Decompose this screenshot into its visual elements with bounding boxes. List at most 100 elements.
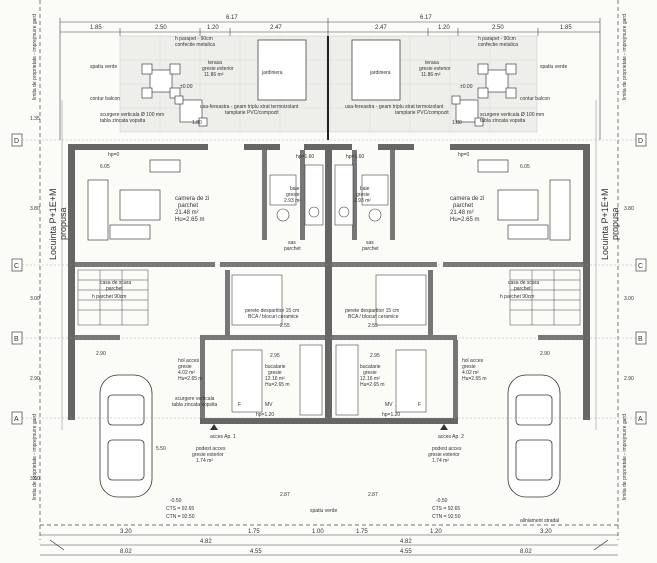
access-markers: [210, 424, 448, 430]
bucatarie-left-title: bucatarie: [265, 364, 286, 370]
baie-right-title: baie: [360, 186, 370, 192]
cts-left-1: -0.50: [170, 498, 182, 504]
terasa-right-title: terasa: [425, 60, 439, 66]
dim-top-3: 1.20: [207, 25, 219, 31]
dim-top-total-right: 6.17: [420, 15, 432, 21]
dim-2-95-right: 2.95: [370, 353, 380, 359]
hp-label-2: hp=1.60: [346, 154, 364, 160]
dim-top-7: 2.50: [492, 25, 504, 31]
scurgere-small-2: tabla zincata vopsita: [172, 402, 218, 408]
axis-c-right: C: [638, 263, 643, 270]
hp-label-1: hp=1.60: [296, 154, 314, 160]
vdim-3: 3.00: [30, 296, 40, 302]
usa-left-1: usa-fereastra - geam triplu strat termoi…: [200, 104, 299, 110]
baie-left-area: 2.93 m²: [284, 198, 301, 204]
camera-right-finish: parchet: [453, 203, 473, 209]
usa-right-2: tamplarie PVC/compozit: [395, 110, 449, 116]
jardiniera-right: jardiniera: [369, 70, 391, 76]
axis-b-right: B: [638, 336, 643, 343]
camera-left-title: camera de zi: [175, 196, 209, 202]
interior-walls: [75, 150, 583, 420]
dim-bottom3-1: 8.02: [120, 549, 132, 555]
contur-left: contur balcon: [90, 96, 120, 102]
living-furniture-right: [477, 159, 571, 241]
bottom-dimension-chain: [40, 534, 618, 556]
cts-right-1: -0.50: [436, 498, 448, 504]
limita-right-bottom: limita de proprietate - imprejmuire gard: [622, 414, 628, 500]
dim-top-1: 1.85: [90, 25, 102, 31]
dim-bottom-1: 3.20: [120, 529, 132, 535]
axis-c-left: C: [14, 263, 19, 270]
dim-1-80-left: 1.80: [192, 120, 202, 126]
cts-right-3: CTN = 92.50: [432, 514, 461, 520]
perete-right-1: perete despartitor 15 cm: [345, 308, 399, 314]
perete-left-1: perete despartitor 15 cm: [245, 308, 299, 314]
limita-right-top: limita de proprietate - imprejmuire gard: [622, 14, 628, 100]
baie-right-finish: gresie: [356, 192, 370, 198]
dim-2-87-left: 2.87: [280, 492, 290, 498]
parapet-right: h parapet - 90cm: [478, 36, 516, 42]
dim-bottom3-4: 8.02: [520, 549, 532, 555]
vdim-8: 2.90: [624, 376, 634, 382]
hp-label-5: hp=1.20: [256, 412, 274, 418]
dim-top-total-left: 6.17: [226, 15, 238, 21]
bottom-walls: [200, 418, 458, 424]
camera-left-finish: parchet: [178, 203, 198, 209]
terasa-right-area: 11.86 m²: [421, 72, 441, 78]
scurgere-small-1: scurgere verticala: [175, 396, 215, 402]
camera-left-area: 21.48 m²: [175, 210, 199, 216]
terasa-left-finish: gresie exterior: [202, 66, 234, 72]
bucatarie-left-area: 12.16 m²: [265, 376, 285, 382]
mv-left: MV: [265, 402, 273, 408]
hol-left-title: hol acces: [178, 358, 200, 364]
sas-left-title: sas: [288, 240, 296, 246]
casa-left-title: casa de scara: [100, 280, 131, 286]
hall-closets: [231, 274, 427, 326]
kitchen-counters: [231, 344, 427, 416]
parapet-left: h parapet - 90cm: [175, 36, 213, 42]
level-00-a: ±0.00: [180, 84, 193, 90]
podest-left-2: gresie exterior: [192, 452, 224, 458]
dim-2-95-left: 2.95: [270, 353, 280, 359]
scurgere-right-2: tabla zincata vopsita: [480, 118, 526, 124]
aliniament-label: aliniament stradal: [520, 518, 559, 524]
car-right: [507, 374, 561, 498]
limita-left-bottom: limita de proprietate - imprejmuire gard: [32, 414, 38, 500]
axis-markers: [11, 133, 647, 425]
dim-6-05-right: 6.05: [520, 164, 530, 170]
locuinta-left-title: Locuinta P+1E+M: [48, 188, 58, 260]
exterior-walls: [68, 144, 590, 424]
mv-right: MV: [385, 402, 393, 408]
dim-2-87-right: 2.87: [368, 492, 378, 498]
axis-d-left: D: [14, 138, 19, 145]
dim-top-8: 1.85: [560, 25, 572, 31]
corner-arrows: [49, 539, 609, 551]
baie-right-area: 2.93 m²: [354, 198, 371, 204]
dim-bottom3-2: 4.55: [250, 549, 262, 555]
stairs-left: [77, 269, 149, 326]
podest-right-3: 1.74 m²: [432, 458, 449, 464]
limita-left-top: limita de proprietate - imprejmuire gard: [32, 14, 38, 100]
camera-right-height: Hu=2.65 m: [450, 217, 480, 223]
dim-bottom-5: 1.20: [430, 529, 442, 535]
dim-top-2: 2.50: [155, 25, 167, 31]
bucatarie-right-title: bucatarie: [360, 364, 381, 370]
vdim-9: 5.50: [156, 446, 166, 452]
dim-bottom2-2: 4.82: [400, 539, 412, 545]
dim-2-55-left: 2.55: [280, 323, 290, 329]
dim-top-6: 1.20: [438, 25, 450, 31]
vdim-4: 2.90: [30, 376, 40, 382]
hol-right-title: hol acces: [462, 358, 484, 364]
vdim-2: 3.80: [30, 206, 40, 212]
terasa-left-title: terasa: [208, 60, 222, 66]
scurgere-right-1: scurgere verticala Ø 100 mm: [480, 112, 544, 118]
podest-right-1: podest acces: [432, 446, 462, 452]
level-00-b: ±0.00: [460, 84, 473, 90]
spatiu-verde-bottom: spatiu verde: [310, 508, 337, 514]
hol-left-area: 4.02 m²: [178, 370, 195, 376]
hol-left-finish: gresie: [178, 364, 192, 370]
f-right: F: [418, 402, 421, 408]
cts-left-3: CTN = 92.50: [166, 514, 195, 520]
